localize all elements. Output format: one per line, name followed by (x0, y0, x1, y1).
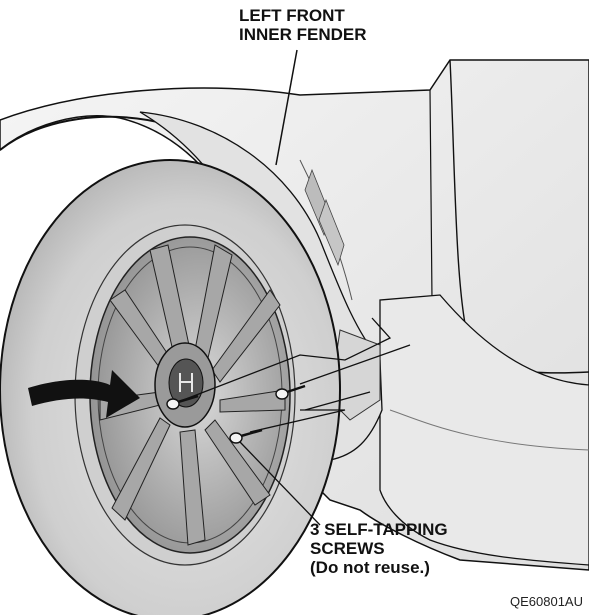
screw-3 (229, 428, 263, 444)
fender-callout: LEFT FRONT INNER FENDER (239, 6, 367, 44)
screws-callout-line-1: 3 SELF-TAPPING (310, 520, 448, 539)
honda-emblem (179, 373, 193, 392)
fender-callout-line-1: LEFT FRONT (239, 6, 345, 25)
screws-callout-line-2: SCREWS (310, 539, 385, 558)
screw-2 (275, 384, 306, 400)
screw-leader-lines (177, 317, 411, 526)
figure-code: QE60801AU (510, 594, 583, 609)
wheel-spokes (99, 244, 286, 546)
screws-callout: 3 SELF-TAPPING SCREWS (Do not reuse.) (310, 520, 448, 577)
direction-arrow-icon (28, 370, 140, 418)
screws-callout-line-3: (Do not reuse.) (310, 558, 430, 577)
fender-callout-line-2: INNER FENDER (239, 25, 367, 44)
fender-leader-line (275, 49, 298, 166)
